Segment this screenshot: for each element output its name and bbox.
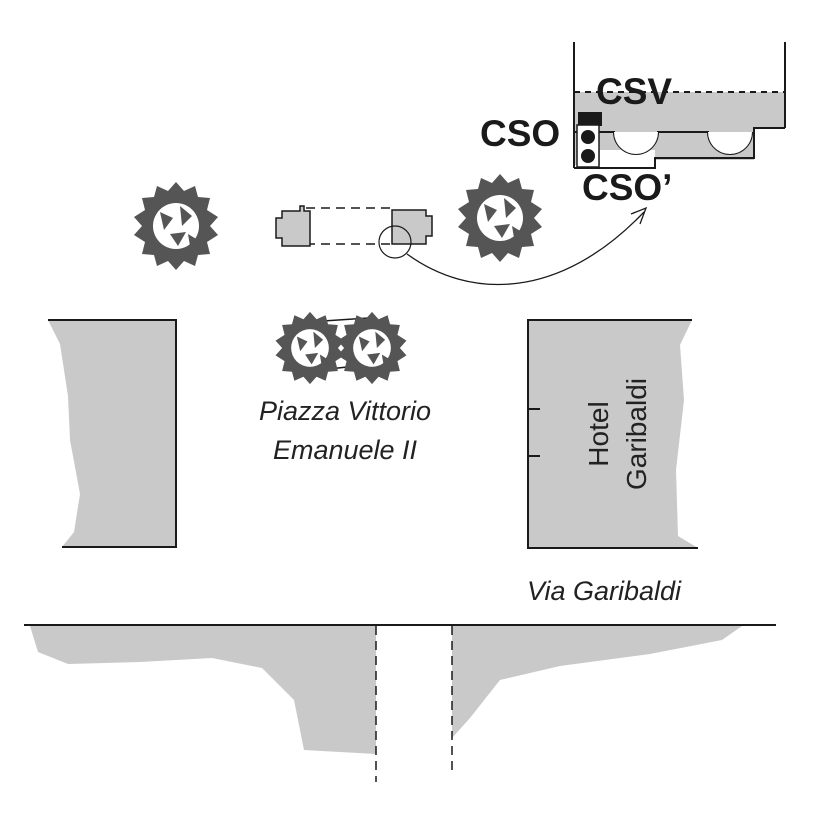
tree-pair [275,311,407,385]
bottom-building-left [30,626,376,754]
tree-icon [134,182,218,270]
csv-label: CSV [596,71,672,112]
traffic-signal-icon [576,112,602,168]
csv-building [573,42,786,169]
cso-label: CSO [480,113,560,154]
left-building [48,319,177,548]
piazza-label-line1: Piazza Vittorio [259,396,431,426]
cso-prime-label: CSO’ [582,167,672,208]
bottom-building-right [452,626,742,738]
hotel-label-line2: Garibaldi [621,378,652,490]
tree-icon [458,174,542,262]
tree-icon [275,311,345,385]
piazza-label-line2: Emanuele II [273,435,418,465]
tree-icon [337,311,407,385]
monument [275,205,648,286]
hotel-label-line1: Hotel [583,401,614,466]
via-garibaldi-label: Via Garibaldi [527,576,682,606]
hotel-garibaldi-building [527,319,698,549]
